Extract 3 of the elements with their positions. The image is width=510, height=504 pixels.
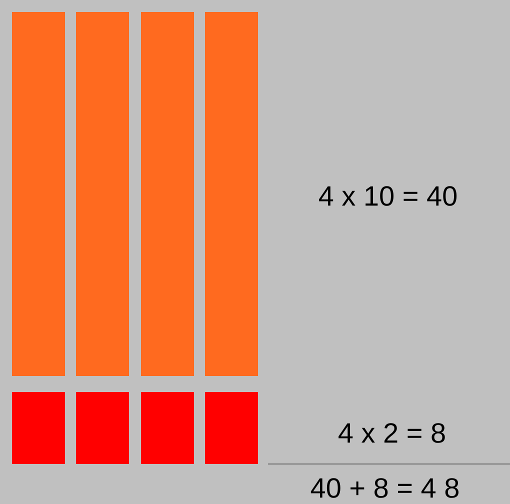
equation-label: 40 + 8 = 4 8 [310,478,458,498]
equation-label: 4 x 10 = 40 [318,186,457,206]
equation-label: 4 x 2 = 8 [338,423,445,443]
